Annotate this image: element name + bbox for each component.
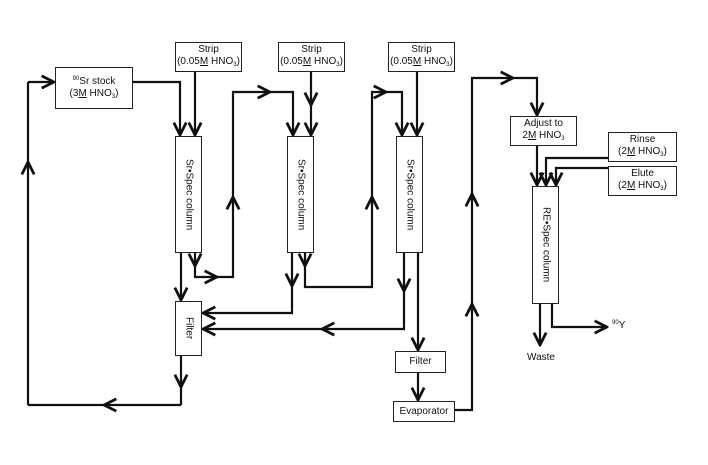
elute-label: Elute xyxy=(631,167,654,179)
elute-to-re xyxy=(556,166,608,185)
strip-conc-prefix: (0.05 xyxy=(390,55,413,67)
adjust-conc-suffix: HNO xyxy=(536,129,562,141)
evap-to-adjust xyxy=(455,76,537,412)
strip-conc-sub: 3 xyxy=(446,61,450,68)
filter-horizontal-box: Filter xyxy=(395,351,446,373)
evaporator-label: Evaporator xyxy=(399,405,449,417)
sr-conc-prefix: (3 xyxy=(69,88,79,99)
elute-conc-close: ) xyxy=(663,179,667,191)
sr-conc-sub: 3 xyxy=(111,94,116,100)
col1-to-col2 xyxy=(193,90,293,279)
col2-to-col3 xyxy=(303,90,402,289)
strip-conc-unit: M xyxy=(412,55,422,67)
strip-box-3: Strip (0.05M HNO3) xyxy=(388,42,455,72)
waste-label: Waste xyxy=(527,352,555,363)
rinse-conc-sub: 3 xyxy=(660,151,664,158)
adjust-box: Adjust to 2M HNO3 xyxy=(510,116,577,146)
strip-conc-unit: M xyxy=(199,55,209,67)
strip-conc-suffix: HNO xyxy=(421,55,447,67)
filter-label: Filter xyxy=(183,317,195,340)
elute-conc-unit: M xyxy=(626,179,636,191)
rinse-box: Rinse (2M HNO3) xyxy=(608,132,677,162)
elute-conc-prefix: (2 xyxy=(618,179,627,191)
strip-box-1: Strip (0.05M HNO3) xyxy=(175,42,242,72)
adjust-conc-unit: M xyxy=(527,129,537,141)
rinse-label: Rinse xyxy=(629,133,656,145)
strip-conc-close: ) xyxy=(449,55,453,67)
sr-spec-column-1: Sr•Spec column xyxy=(175,136,202,253)
column-label: Sr•Spec column xyxy=(295,158,307,231)
sr-spec-column-3: Sr•Spec column xyxy=(396,136,423,253)
re-spec-column: RE•Spec column xyxy=(532,186,559,304)
re-to-y90 xyxy=(550,304,607,327)
sr-conc-unit: M xyxy=(78,88,87,99)
elute-box: Elute (2M HNO3) xyxy=(608,166,677,196)
rinse-conc-close: ) xyxy=(663,145,667,157)
rinse-conc-suffix: HNO xyxy=(635,145,661,157)
strip-box-2: Strip (0.05M HNO3) xyxy=(278,42,345,72)
elute-conc-sub: 3 xyxy=(660,185,664,192)
elute-conc-suffix: HNO xyxy=(635,179,661,191)
strip-conc-sub: 3 xyxy=(336,61,340,68)
column-label: Sr•Spec column xyxy=(183,158,195,231)
rinse-conc-prefix: (2 xyxy=(618,145,627,157)
strip-conc-unit: M xyxy=(302,55,312,67)
adjust-conc-sub: 3 xyxy=(561,135,565,142)
adjust-label: Adjust to xyxy=(524,117,563,129)
sr-stock-box: 90Sr stock (3M HNO3) xyxy=(55,67,133,109)
filter-label: Filter xyxy=(409,356,432,367)
sr-conc-close: ) xyxy=(115,88,119,99)
y90-label: 90Y xyxy=(612,320,625,331)
strip-conc-close: ) xyxy=(339,55,343,67)
adjust-conc-prefix: 2 xyxy=(522,129,528,141)
column-label: RE•Spec column xyxy=(540,207,552,283)
filter-vertical-box: Filter xyxy=(175,301,202,356)
strip-conc-suffix: HNO xyxy=(208,55,234,67)
rinse-conc-unit: M xyxy=(626,145,636,157)
y90-element: Y xyxy=(618,320,626,331)
sr-conc-suffix: HNO xyxy=(86,88,112,99)
strip-conc-close: ) xyxy=(236,55,240,67)
strip-conc-sub: 3 xyxy=(233,61,237,68)
col2-to-filter xyxy=(203,253,294,313)
y90-isotope: 90 xyxy=(612,320,619,326)
strip-label: Strip xyxy=(301,43,322,55)
strip-conc-suffix: HNO xyxy=(311,55,337,67)
column-label: Sr•Spec column xyxy=(404,158,416,231)
sr-isotope: 90 xyxy=(72,76,80,82)
sr-spec-column-2: Sr•Spec column xyxy=(287,136,314,253)
rinse-to-re xyxy=(546,156,608,185)
evaporator-box: Evaporator xyxy=(393,401,455,422)
sr-stock-label: Sr stock xyxy=(79,76,116,87)
stock-to-col1 xyxy=(133,80,180,135)
strip-label: Strip xyxy=(198,43,219,55)
strip-conc-prefix: (0.05 xyxy=(280,55,303,67)
strip-conc-prefix: (0.05 xyxy=(177,55,200,67)
strip-label: Strip xyxy=(411,43,432,55)
